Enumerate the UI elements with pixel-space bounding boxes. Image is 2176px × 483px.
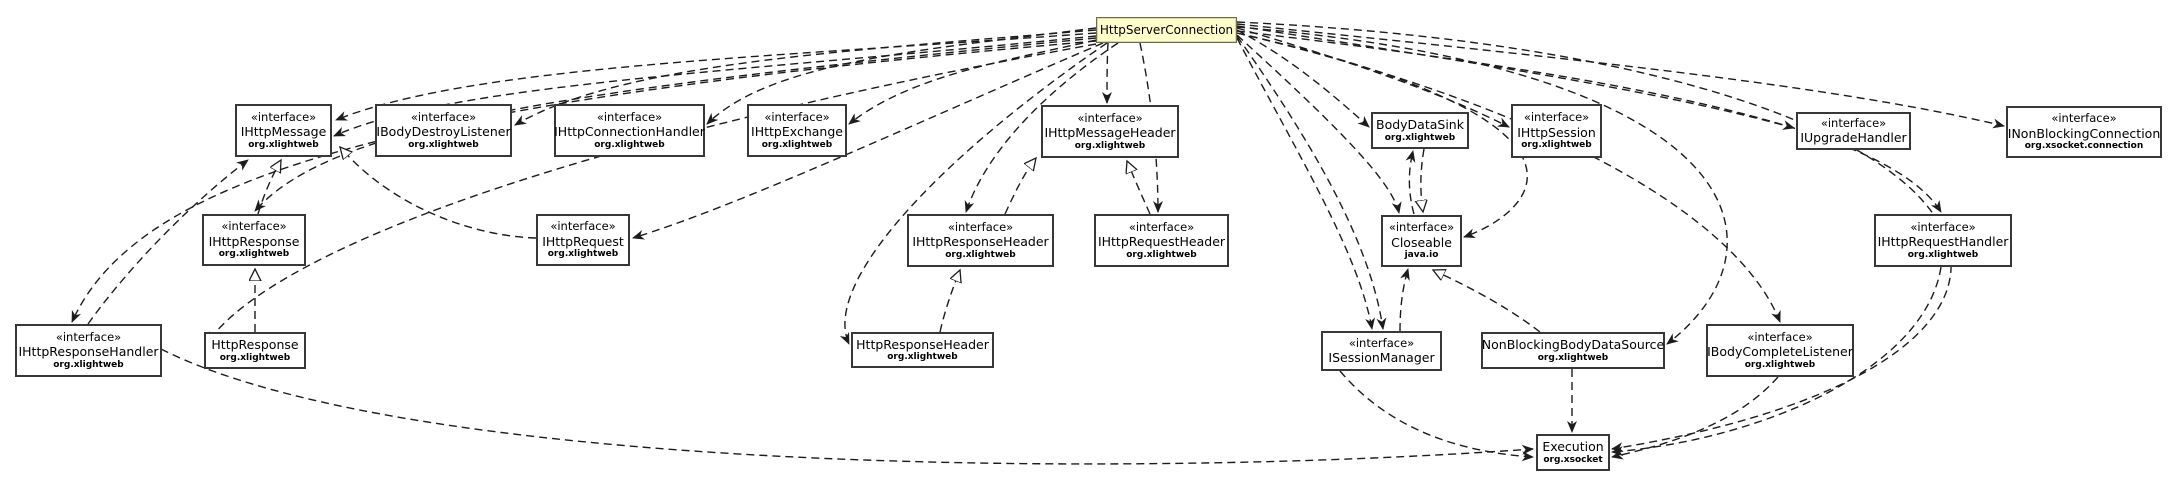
package-name: org.xlightweb xyxy=(761,139,833,150)
class-nonblockingbodydatasource[interactable]: NonBlockingBodyDataSource org.xlightweb xyxy=(1481,332,1665,369)
class-name: Closeable xyxy=(1391,234,1452,250)
package-name: org.xlightweb xyxy=(1907,249,1979,260)
stereotype: «interface» xyxy=(2051,111,2117,126)
interface-ihttpexchange[interactable]: «interface» IHttpExchange org.xlightweb xyxy=(747,104,847,157)
class-name: IHttpMessageHeader xyxy=(1044,125,1176,141)
class-httpresponseheader[interactable]: HttpResponseHeader org.xlightweb xyxy=(851,332,994,368)
package-name: org.xlightweb xyxy=(1744,359,1816,370)
package-name: org.xlightweb xyxy=(1537,352,1609,363)
package-name: org.xlightweb xyxy=(248,139,319,150)
class-name: IUpgradeHandler xyxy=(1800,130,1907,146)
stereotype: «interface» xyxy=(1820,116,1887,130)
class-name: IBodyDestroyListener xyxy=(376,124,511,140)
package-name: org.xlightweb xyxy=(53,359,124,370)
interface-ihttprequesthandler[interactable]: «interface» IHttpRequestHandler org.xlig… xyxy=(1874,214,2012,267)
class-name: IHttpResponseHandler xyxy=(18,344,159,360)
interface-ihttpmessageheader[interactable]: «interface» IHttpMessageHeader org.xligh… xyxy=(1041,105,1179,158)
stereotype: «interface» xyxy=(1388,220,1455,235)
interface-ibodydestroylistener[interactable]: «interface» IBodyDestroyListener org.xli… xyxy=(375,104,512,157)
class-name: BodyDataSink xyxy=(1376,117,1464,133)
package-name: org.xsocket xyxy=(1543,454,1603,465)
class-name: IHttpRequestHandler xyxy=(1877,234,2009,250)
interface-ihttprequestheader[interactable]: «interface» IHttpRequestHeader org.xligh… xyxy=(1094,214,1229,267)
stereotype: «interface» xyxy=(1077,110,1143,125)
package-name: org.xsocket.connection xyxy=(2024,141,2144,152)
stereotype: «interface» xyxy=(947,219,1014,234)
stereotype: «interface» xyxy=(1747,329,1813,344)
class-bodydatasink[interactable]: BodyDataSink org.xlightweb xyxy=(1371,112,1469,149)
package-name: org.xlightweb xyxy=(219,352,291,363)
class-name: IHttpMessage xyxy=(240,124,327,140)
interface-isessionmanager[interactable]: «interface» ISessionManager xyxy=(1321,331,1442,371)
class-name: NonBlockingBodyDataSource xyxy=(1481,337,1665,353)
interface-ihttpmessage[interactable]: «interface» IHttpMessage org.xlightweb xyxy=(235,104,332,157)
package-name: org.xlightweb xyxy=(1521,140,1592,151)
stereotype: «interface» xyxy=(550,219,616,234)
stereotype: «interface» xyxy=(55,329,122,344)
interface-ihttpresponseheader[interactable]: «interface» IHttpResponseHeader org.xlig… xyxy=(907,214,1054,267)
package-name: org.xlightweb xyxy=(1074,140,1146,151)
package-name: org.xlightweb xyxy=(408,139,479,150)
package-name: org.xlightweb xyxy=(547,249,619,260)
package-name: org.xlightweb xyxy=(218,249,290,260)
interface-ihttpresponse[interactable]: «interface» IHttpResponse org.xlightweb xyxy=(202,214,306,266)
interface-iupgradehandler[interactable]: «interface» IUpgradeHandler xyxy=(1796,112,1911,150)
class-name: Execution xyxy=(1542,439,1604,455)
stereotype: «interface» xyxy=(1348,336,1415,350)
class-httpresponse[interactable]: HttpResponse org.xlightweb xyxy=(204,332,306,369)
package-name: org.xlightweb xyxy=(594,139,665,150)
interface-ibodycompletelistener[interactable]: «interface» IBodyCompleteListener org.xl… xyxy=(1706,324,1854,377)
package-name: org.xlightweb xyxy=(1126,249,1197,260)
class-name: IHttpRequest xyxy=(542,233,624,249)
class-name: IHttpResponse xyxy=(208,233,300,249)
package-name: org.xlightweb xyxy=(887,352,958,363)
class-name: INonBlockingConnection xyxy=(2007,125,2161,141)
interface-ihttpsession[interactable]: «interface» IHttpSession org.xlightweb xyxy=(1511,104,1602,158)
stereotype: «interface» xyxy=(596,109,663,124)
interface-inonblockingconnection[interactable]: «interface» INonBlockingConnection org.x… xyxy=(2006,106,2162,158)
class-name: IBodyCompleteListener xyxy=(1707,344,1853,360)
class-name: IHttpSession xyxy=(1517,124,1596,140)
stereotype: «interface» xyxy=(1910,219,1976,234)
stereotype: «interface» xyxy=(1128,219,1195,234)
package-name: org.xlightweb xyxy=(945,249,1016,260)
interface-ihttpresponsehandler[interactable]: «interface» IHttpResponseHandler org.xli… xyxy=(15,324,162,377)
interface-ihttpconnectionhandler[interactable]: «interface» IHttpConnectionHandler org.x… xyxy=(554,104,705,157)
class-name: HttpResponseHeader xyxy=(856,336,989,352)
class-name: IHttpResponseHeader xyxy=(912,234,1049,250)
class-name: IHttpExchange xyxy=(751,124,843,140)
package-name: org.xlightweb xyxy=(1384,132,1456,143)
class-name: ISessionManager xyxy=(1328,350,1435,366)
stereotype: «interface» xyxy=(764,109,830,124)
class-httpserverconnection[interactable]: HttpServerConnection xyxy=(1096,17,1237,43)
class-name: IHttpRequestHeader xyxy=(1097,234,1226,250)
class-execution[interactable]: Execution org.xsocket xyxy=(1536,434,1610,471)
stereotype: «interface» xyxy=(410,109,477,124)
interface-closeable[interactable]: «interface» Closeable java.io xyxy=(1381,215,1462,267)
stereotype: «interface» xyxy=(1523,110,1590,125)
class-name: HttpResponse xyxy=(211,337,299,353)
stereotype: «interface» xyxy=(250,109,317,124)
package-name: java.io xyxy=(1404,250,1439,261)
stereotype: «interface» xyxy=(221,219,287,234)
class-name: IHttpConnectionHandler xyxy=(554,124,705,140)
interface-ihttprequest[interactable]: «interface» IHttpRequest org.xlightweb xyxy=(536,214,630,266)
class-name: HttpServerConnection xyxy=(1099,22,1234,37)
